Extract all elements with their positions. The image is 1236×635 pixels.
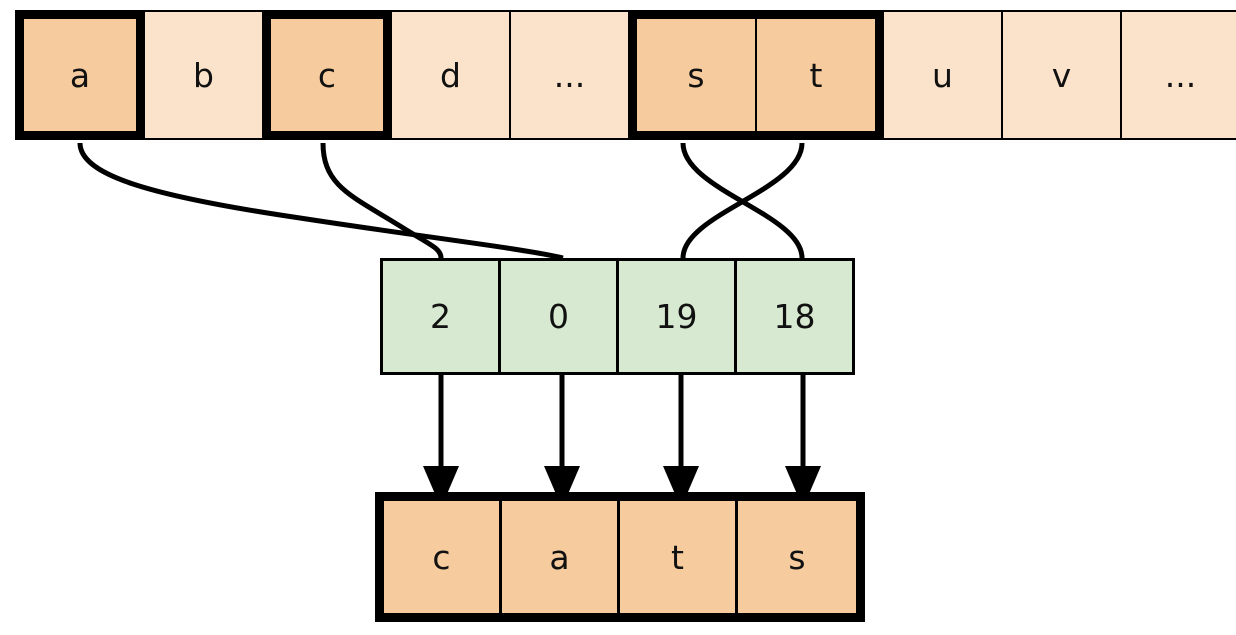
alphabet-cell-ellipsis-last: ...	[1120, 10, 1236, 140]
alphabet-strip: a b c d ... s t u v ...	[15, 10, 1236, 140]
alphabet-cell-label: v	[1051, 55, 1072, 95]
output-cell-0[interactable]: c	[384, 501, 502, 613]
output-cell-label: s	[788, 537, 806, 577]
alphabet-cell-label: a	[69, 55, 91, 95]
output-cell-3[interactable]: s	[738, 501, 856, 613]
output-cell-label: t	[671, 537, 684, 577]
connector-t-to-19	[680, 142, 805, 259]
index-cell-1[interactable]: 0	[498, 258, 619, 375]
output-strip: c a t s	[375, 492, 865, 622]
index-cell-value: 2	[430, 297, 451, 336]
alphabet-cell-v[interactable]: v	[1001, 10, 1122, 140]
alphabet-cell-label: t	[809, 55, 823, 95]
output-cell-label: a	[549, 537, 570, 577]
connector-c-to-2	[320, 142, 444, 259]
alphabet-cell-label: s	[687, 55, 705, 95]
alphabet-cell-s[interactable]: s	[628, 10, 757, 140]
connector-a-to-0	[77, 142, 564, 261]
output-cell-label: c	[432, 537, 451, 577]
alphabet-cell-b[interactable]: b	[143, 10, 264, 140]
alphabet-cell-label: ...	[553, 55, 586, 95]
output-cell-1[interactable]: a	[502, 501, 620, 613]
alphabet-cell-label: u	[932, 55, 953, 95]
alphabet-cell-a[interactable]: a	[15, 10, 145, 140]
index-cell-0[interactable]: 2	[380, 258, 501, 375]
alphabet-cell-label: d	[440, 55, 461, 95]
index-strip: 2 0 19 18	[380, 258, 855, 375]
index-cell-value: 18	[773, 297, 816, 336]
alphabet-cell-u[interactable]: u	[882, 10, 1003, 140]
output-cell-2[interactable]: t	[620, 501, 738, 613]
alphabet-cell-label: c	[317, 55, 337, 95]
index-cell-2[interactable]: 19	[616, 258, 737, 375]
alphabet-cell-t[interactable]: t	[755, 10, 884, 140]
alphabet-cell-label: b	[193, 55, 214, 95]
alphabet-cell-d[interactable]: d	[390, 10, 511, 140]
index-cell-value: 0	[548, 297, 569, 336]
alphabet-cell-ellipsis-first: ...	[509, 10, 630, 140]
alphabet-cell-label: ...	[1164, 55, 1197, 95]
index-cell-value: 19	[655, 297, 698, 336]
alphabet-cell-c[interactable]: c	[262, 10, 392, 140]
index-cell-3[interactable]: 18	[734, 258, 855, 375]
